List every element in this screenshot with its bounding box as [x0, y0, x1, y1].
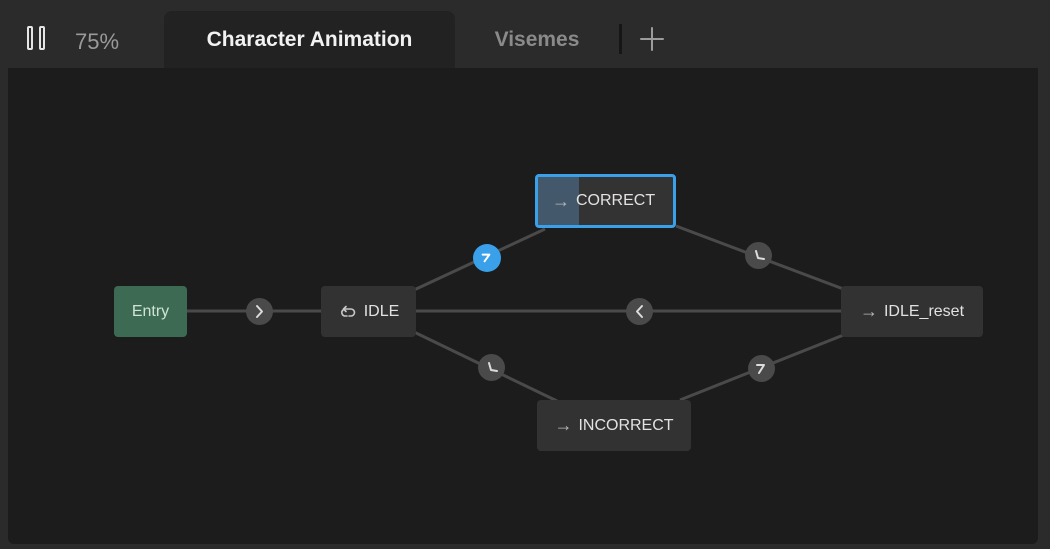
pause-button[interactable] [24, 26, 54, 54]
add-tab-button[interactable] [640, 27, 664, 51]
state-node-label: INCORRECT [578, 416, 674, 434]
state-node-label: CORRECT [576, 192, 656, 209]
state-node-label: IDLE [363, 302, 400, 320]
state-node-entry[interactable]: Entry [114, 286, 187, 337]
arrow-right-icon: → [554, 415, 573, 435]
loop-icon [340, 305, 355, 317]
state-node-label: IDLE_reset [883, 302, 965, 320]
tab-character-animation[interactable]: Character Animation [164, 11, 455, 68]
tab-visemes[interactable]: Visemes [494, 28, 580, 51]
state-node-idle[interactable]: IDLE [321, 286, 416, 337]
playback-progress [538, 177, 579, 225]
pause-icon [27, 26, 33, 50]
zoom-level[interactable]: 75% [75, 29, 120, 54]
state-node-idle-reset[interactable]: → IDLE_reset [841, 286, 983, 337]
state-node-incorrect[interactable]: → INCORRECT [537, 400, 691, 451]
tab-divider [619, 24, 622, 54]
transition-incorrect-idlereset[interactable] [748, 355, 775, 382]
transition-entry-idle[interactable] [246, 298, 273, 325]
state-node-correct[interactable]: → CORRECT [535, 174, 676, 228]
transition-idle-correct[interactable] [473, 244, 501, 272]
transition-idle-incorrect[interactable] [478, 354, 505, 381]
arrow-right-icon: → [552, 190, 570, 211]
arrow-right-icon: → [859, 301, 878, 321]
transition-correct-idlereset[interactable] [745, 242, 772, 269]
state-node-label: Entry [131, 302, 170, 320]
tab-bar: 75% Character Animation Visemes [0, 0, 1050, 68]
transition-idlereset-idle[interactable] [626, 298, 653, 325]
